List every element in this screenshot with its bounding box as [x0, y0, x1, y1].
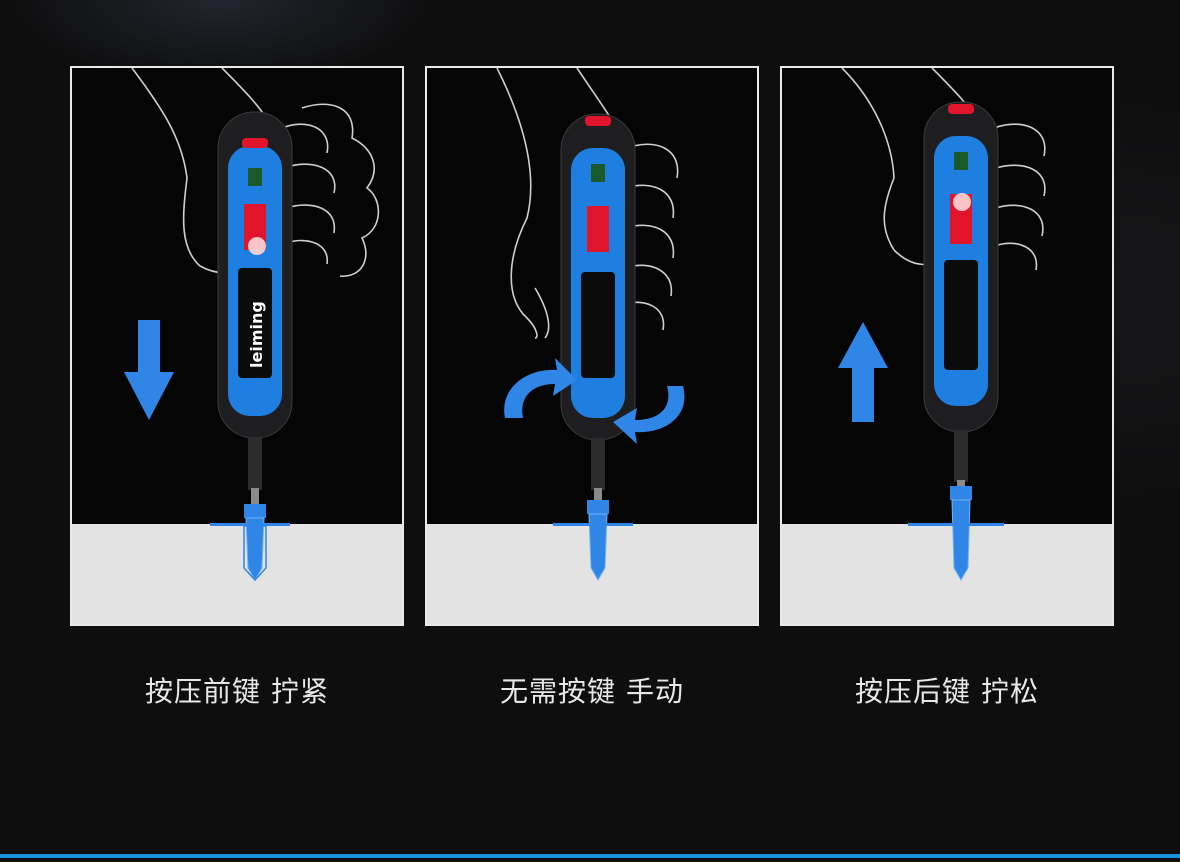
caption-tighten: 按压前键 拧紧 — [145, 675, 329, 708]
bottom-accent-line — [0, 854, 1180, 858]
caption-manual: 无需按键 手动 — [500, 675, 684, 708]
work-surface — [72, 524, 402, 624]
screw — [553, 500, 633, 581]
hand-outline — [131, 68, 380, 277]
panel-manual — [425, 66, 759, 626]
screw — [210, 504, 290, 582]
brand-logo: leiming — [247, 301, 266, 368]
panel-loosen — [780, 66, 1114, 626]
panel-tighten: leiming — [70, 66, 404, 626]
panel-manual-illustration — [427, 68, 757, 624]
screw — [908, 486, 1004, 581]
screwdriver — [217, 111, 293, 510]
rotate-arrows-icon — [504, 358, 685, 444]
work-surface — [782, 524, 1112, 624]
caption-loosen: 按压后键 拧松 — [855, 675, 1039, 708]
panel-tighten-illustration: leiming — [72, 68, 402, 624]
screwdriver — [923, 101, 999, 502]
down-arrow-icon — [124, 320, 174, 420]
up-arrow-icon — [838, 322, 888, 422]
screwdriver — [560, 113, 636, 510]
panel-loosen-illustration — [782, 68, 1112, 624]
